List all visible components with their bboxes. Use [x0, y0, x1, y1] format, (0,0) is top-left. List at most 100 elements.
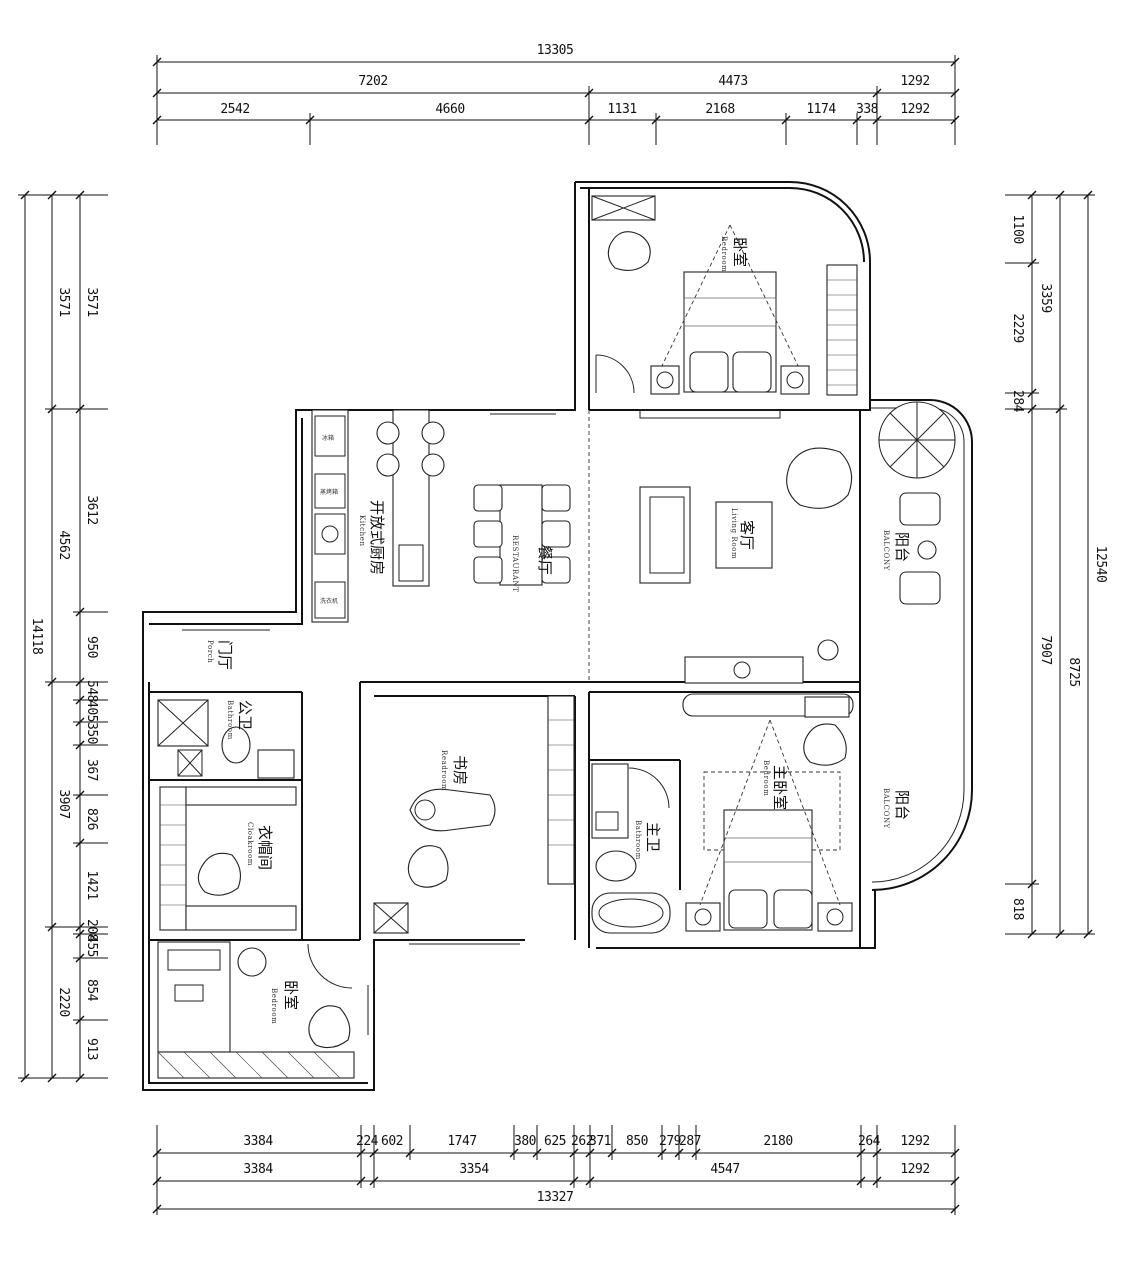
bay-window-storage: [826, 264, 858, 396]
room-label-study-en: Readroom: [440, 750, 448, 791]
left-dimension-lines: [18, 190, 108, 1083]
dim-left-detail-11: 455: [84, 935, 99, 957]
appliance-steam-oven: 蒸烤箱: [320, 488, 338, 496]
bedroom-top-furniture: 卧室 Bedroom: [591, 195, 858, 396]
bookshelf-study: [547, 695, 575, 885]
master-bedroom-furniture: 主卧室 Bedroom: [682, 693, 854, 932]
bottom-dimension-labels: 3384 224 602 1747 380 625 262 371 850 27…: [243, 1134, 930, 1205]
dim-left-mid-3: 3907: [56, 789, 71, 818]
dim-bottom-detail-10: 279: [659, 1134, 681, 1149]
coffee-table: [715, 501, 773, 569]
appliance-fridge: 冰箱: [322, 434, 334, 442]
kitchen-furniture: 冰箱 蒸烤箱 洗衣机 开放式厨房 Kitchen: [311, 409, 445, 623]
interior-walls: [149, 188, 860, 948]
dim-right-detail-3: 284: [1010, 390, 1025, 413]
tv-cabinet: [684, 656, 804, 684]
study-chair: [407, 845, 449, 888]
nightstand-right-top: [780, 365, 810, 395]
pillow-left-master: [728, 889, 768, 929]
dim-top-mid-2: 4473: [718, 74, 747, 89]
dim-left-overall: 14118: [29, 618, 44, 655]
cloakroom-furniture: 衣帽间 Cloakroom: [159, 786, 297, 931]
bar-stool-4: [421, 453, 445, 477]
room-label-bedroom-bottom-en: Bedroom: [270, 988, 278, 1024]
dim-top-detail-6: 338: [856, 102, 878, 117]
dim-bottom-mid-4: 1292: [900, 1162, 929, 1177]
balcony-railing: [870, 399, 973, 891]
wardrobe-cloak-bottom: [185, 905, 297, 931]
room-label-bathroom-public-en: Bathroom: [226, 700, 234, 740]
vanity-public: [257, 749, 295, 779]
dim-left-detail-6: 350: [84, 722, 99, 744]
dim-bottom-detail-12: 2180: [763, 1134, 792, 1149]
wardrobe-bottom: [157, 1051, 355, 1079]
room-label-balcony-upper: 阳台: [893, 532, 911, 562]
dining-chair-2: [473, 520, 503, 548]
dim-top-detail-5: 1174: [806, 102, 836, 117]
dim-left-detail-13: 913: [84, 1038, 99, 1060]
porch: 门厅 Porch: [182, 629, 270, 670]
dim-bottom-detail-7: 262: [571, 1134, 593, 1149]
dim-left-detail-2: 3612: [84, 495, 99, 524]
dining-furniture: 餐厅 RESTAURANT: [473, 484, 571, 593]
dim-left-mid-2: 4562: [56, 530, 71, 559]
dim-left-detail-1: 3571: [84, 287, 99, 316]
nightstand-left-master: [685, 902, 721, 932]
dining-chair-6: [541, 556, 571, 584]
appliance-washer: 洗衣机: [320, 597, 338, 605]
exterior-walls: [142, 181, 876, 1091]
dim-right-mid-2: 7907: [1038, 635, 1053, 664]
room-label-bedroom-top-en: Bedroom: [720, 236, 728, 272]
dim-right-mid-3: 8725: [1066, 657, 1081, 686]
room-label-master-bath-en: Bathroom: [634, 820, 642, 860]
top-dimension-lines: [152, 55, 960, 145]
round-stool-bottom: [237, 947, 267, 977]
armchair-bottom-bedroom: [308, 1005, 351, 1049]
dim-bottom-detail-13: 264: [858, 1134, 881, 1149]
dim-right-detail-4: 818: [1010, 898, 1025, 920]
sofa: [639, 486, 691, 584]
balcony-chair-upper: [899, 492, 941, 526]
wardrobe-cloak-top: [185, 786, 297, 806]
dim-top-detail-2: 4660: [435, 102, 464, 117]
room-label-balcony-lower: 阳台: [893, 790, 911, 820]
dining-chair-3: [473, 556, 503, 584]
right-dimension-labels: 1100 2229 284 818 3359 7907 8725 12540: [1010, 214, 1108, 920]
balcony-chair-lower: [899, 571, 941, 605]
study-furniture: 书房 Readroom: [373, 695, 575, 934]
room-label-porch: 门厅: [216, 640, 234, 670]
room-label-porch-en: Porch: [206, 640, 214, 663]
dim-left-detail-8: 826: [84, 808, 99, 830]
living-room-furniture: 客厅 Living Room: [639, 409, 853, 684]
dim-bottom-detail-9: 850: [626, 1134, 648, 1149]
bathroom-public-furniture: 公卫 Bathroom: [157, 699, 295, 779]
room-label-study: 书房: [451, 755, 469, 785]
bedroom-bottom-furniture: 卧室 Bedroom: [157, 941, 355, 1079]
room-label-balcony-upper-en: BALCONY: [882, 530, 890, 571]
nightstand-right-master: [817, 902, 853, 932]
dim-bottom-mid-3: 4547: [710, 1162, 739, 1177]
dim-left-detail-10: 208: [84, 919, 99, 941]
nightstand-left-top: [650, 365, 680, 395]
desk-bottom-bedroom: [157, 941, 231, 1053]
dim-bottom-overall: 13327: [537, 1190, 574, 1205]
armchair-cloakroom: [197, 852, 241, 896]
study-desk: [409, 788, 496, 832]
dim-bottom-detail-3: 602: [381, 1134, 403, 1149]
right-dimension-lines: [1005, 190, 1095, 939]
dim-right-overall: 12540: [1093, 546, 1108, 583]
bottom-dimension-lines: [152, 1125, 960, 1215]
dim-bottom-detail-6: 625: [544, 1134, 566, 1149]
room-label-bedroom-top: 卧室: [731, 237, 749, 267]
room-label-living-en: Living Room: [730, 508, 738, 559]
balcony-upper-furniture: 阳台 BALCONY: [878, 401, 956, 605]
dim-left-detail-9: 1421: [84, 870, 99, 899]
bar-stool-2: [421, 421, 445, 445]
dim-top-detail-3: 1131: [607, 102, 636, 117]
window-marks: [142, 409, 556, 1035]
master-bath-furniture: 主卫 Bathroom: [591, 763, 671, 934]
dim-left-detail-7: 367: [84, 759, 99, 781]
dim-top-detail-1: 2542: [220, 102, 249, 117]
room-label-bathroom-public: 公卫: [236, 700, 254, 730]
